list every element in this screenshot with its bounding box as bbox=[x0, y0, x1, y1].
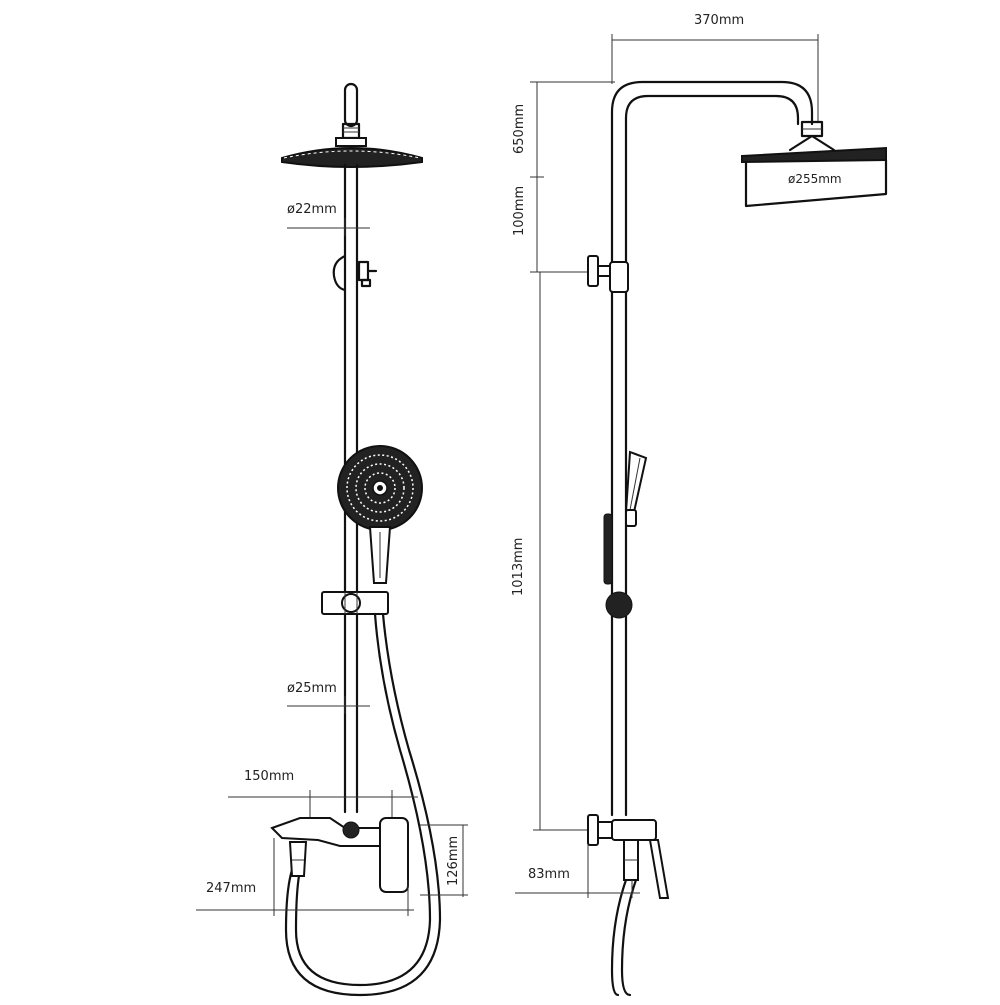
dim-wall-offset: 83mm bbox=[515, 845, 640, 898]
side-hose-outer bbox=[610, 878, 628, 997]
front-hose-inner bbox=[284, 612, 442, 997]
dim-inlet-spacing-label: 150mm bbox=[244, 769, 294, 784]
side-handle-back bbox=[603, 513, 613, 585]
front-rain-head bbox=[281, 137, 423, 168]
dim-rail-height: 1013mm bbox=[511, 272, 600, 831]
dim-pipe-upper-label: ø22mm bbox=[287, 202, 337, 217]
side-mixer bbox=[587, 814, 670, 899]
dim-mixer-height: 126mm bbox=[420, 824, 468, 897]
dim-mixer-depth-label: 247mm bbox=[206, 881, 256, 896]
dim-arm-width: 370mm bbox=[611, 13, 819, 122]
dim-height-range-bottom-label: 100mm bbox=[512, 186, 527, 236]
dim-mixer-depth: 247mm bbox=[196, 838, 414, 916]
dim-pipe-upper: ø22mm bbox=[287, 202, 370, 236]
side-upper-bracket bbox=[587, 255, 629, 293]
side-slider-knob bbox=[605, 591, 633, 619]
side-view: 370mm ø255mm 650mm 100mm bbox=[511, 13, 888, 997]
dim-height-range: 650mm 100mm bbox=[512, 81, 615, 273]
dim-inlet-spacing: 150mm bbox=[228, 769, 418, 822]
side-hose-inner bbox=[620, 878, 638, 997]
front-hose-outer bbox=[294, 612, 432, 987]
side-head-neck bbox=[788, 134, 836, 152]
dim-arm-width-label: 370mm bbox=[694, 13, 744, 28]
front-arm-stub bbox=[343, 82, 359, 128]
side-pipe-inner bbox=[624, 94, 800, 817]
front-view: ø22mm bbox=[196, 82, 468, 997]
side-rain-head: ø255mm bbox=[741, 146, 888, 208]
dim-pipe-lower: ø25mm bbox=[287, 681, 370, 714]
front-upper-clamp bbox=[332, 254, 378, 292]
dim-pipe-lower-label: ø25mm bbox=[287, 681, 337, 696]
side-mixer-lever bbox=[648, 839, 670, 899]
dim-height-range-top-label: 650mm bbox=[512, 104, 527, 154]
dim-wall-offset-label: 83mm bbox=[528, 867, 570, 882]
front-slider-holder bbox=[321, 591, 389, 615]
front-hand-shower bbox=[337, 445, 423, 584]
front-mixer-valve bbox=[270, 817, 409, 893]
side-hand-shower bbox=[603, 450, 648, 619]
dim-head-diameter-label: ø255mm bbox=[788, 172, 842, 186]
dim-rail-height-label: 1013mm bbox=[511, 538, 526, 596]
dim-mixer-height-label: 126mm bbox=[446, 836, 461, 886]
side-pipe-outer bbox=[610, 80, 814, 817]
front-mixer-lever bbox=[379, 817, 409, 893]
